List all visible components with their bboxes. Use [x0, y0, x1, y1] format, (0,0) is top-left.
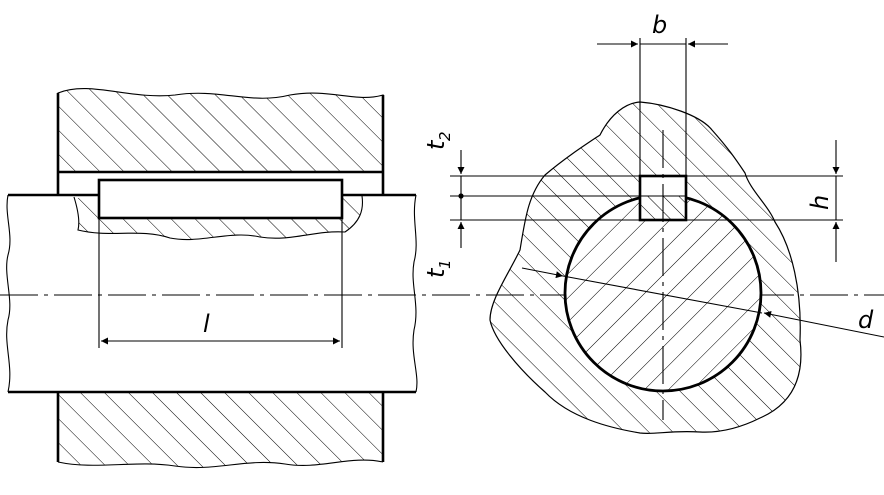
width-dimension	[597, 38, 728, 176]
label-t1: t 1	[422, 259, 454, 278]
svg-text:1: 1	[436, 259, 454, 269]
cross-section: b t 2 t 1 h	[422, 11, 884, 435]
label-t2: t 2	[422, 131, 454, 150]
label-d: d	[858, 306, 874, 334]
svg-text:t: t	[422, 139, 450, 150]
svg-text:2: 2	[436, 131, 454, 141]
label-l: l	[203, 310, 210, 338]
label-b: b	[652, 11, 667, 39]
diameter-dimension	[521, 267, 884, 338]
svg-text:h: h	[806, 195, 834, 210]
label-h: h	[806, 195, 834, 210]
svg-text:t: t	[422, 267, 450, 278]
upper-hub	[56, 87, 385, 195]
key	[97, 178, 344, 220]
depth-dimension	[457, 150, 465, 248]
lower-hub	[56, 392, 385, 469]
length-dimension	[98, 218, 343, 348]
longitudinal-section: l	[6, 87, 418, 469]
